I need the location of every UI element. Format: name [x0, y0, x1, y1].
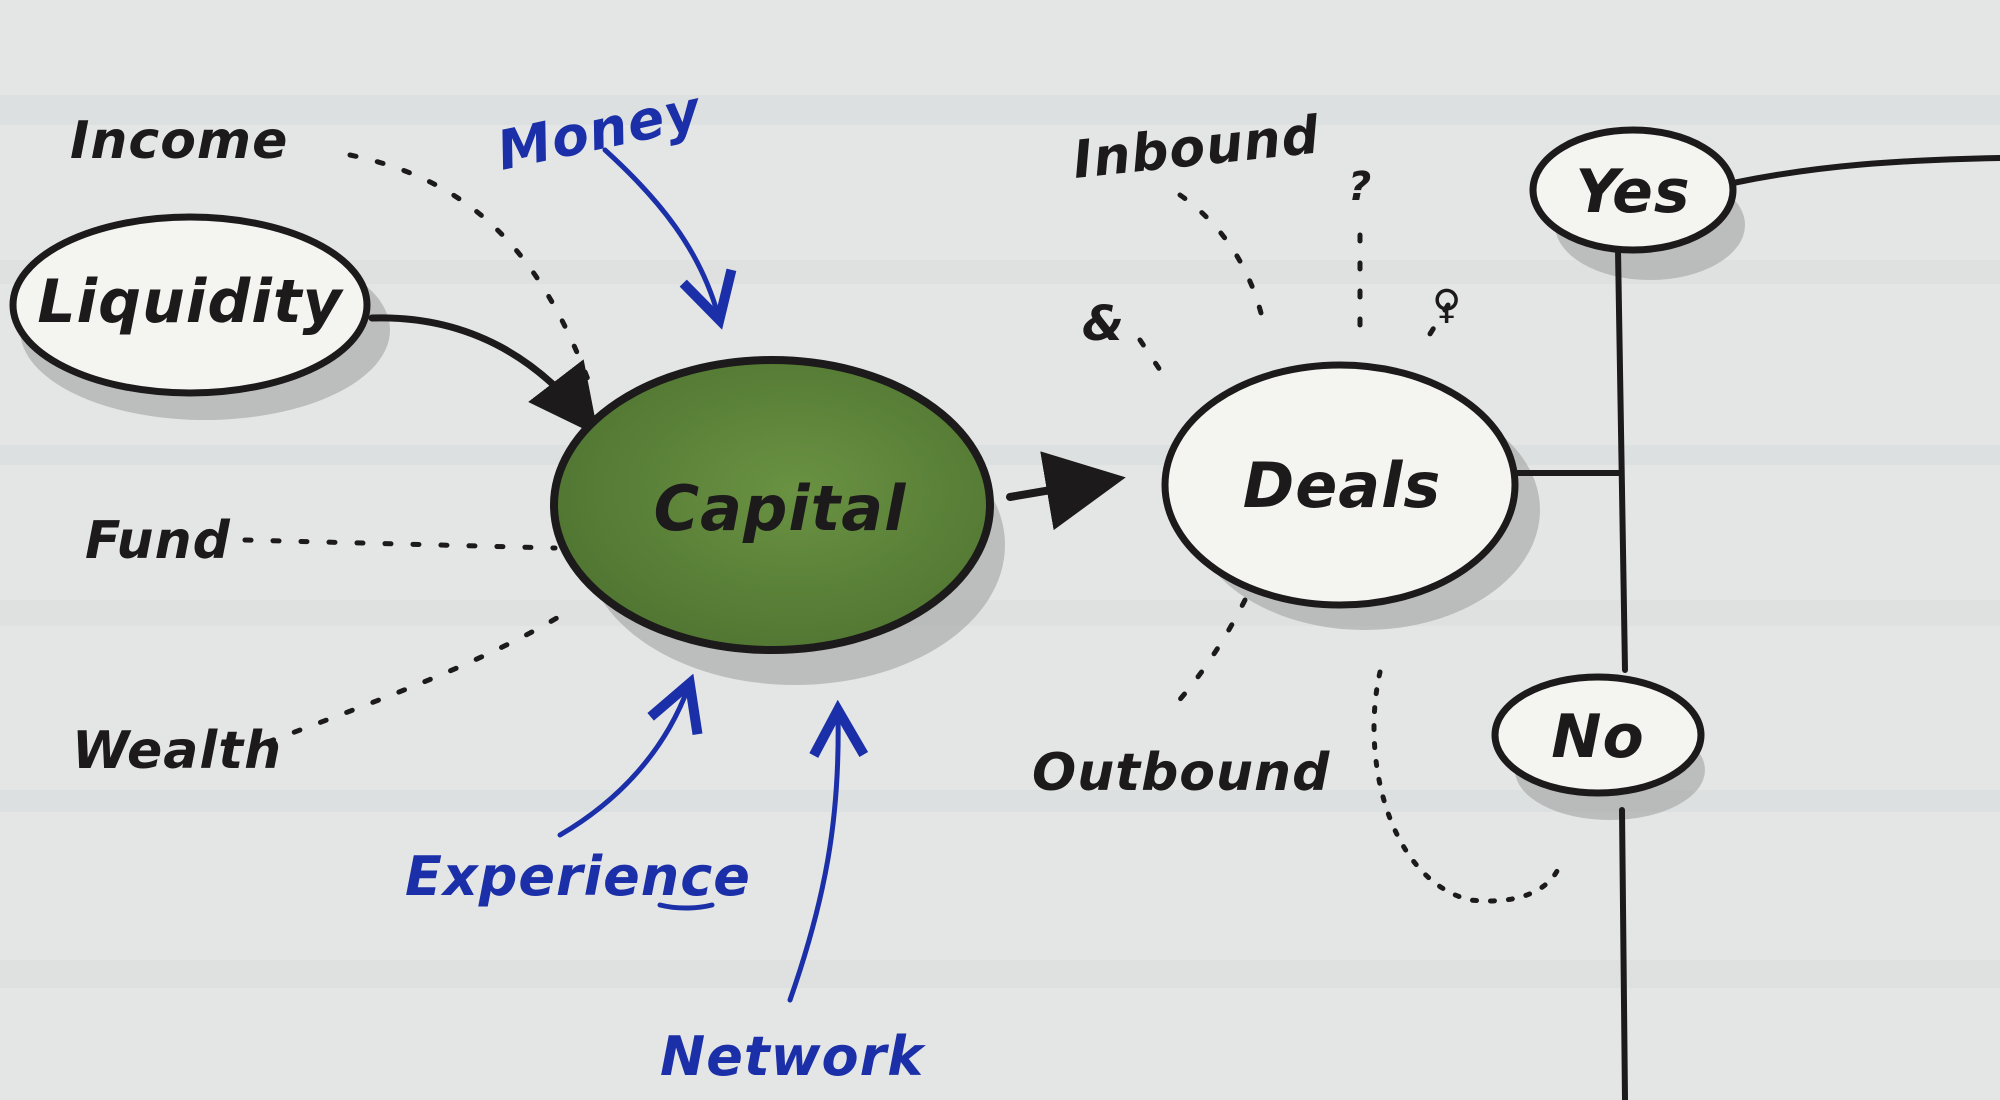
decision-bracket [1507, 155, 2000, 1100]
yes-node [1529, 126, 1737, 254]
friends-mark: & [1082, 296, 1125, 352]
dotted-connectors [242, 152, 1451, 745]
liquidity-to-capital-arrow [368, 314, 599, 437]
fund-label: Fund [85, 511, 231, 571]
no-feedback-loop [1371, 669, 1563, 904]
capital-label: Capital [654, 472, 907, 545]
person-mark: ♀ [1432, 282, 1462, 328]
no-node [1491, 673, 1705, 797]
liquidity-node [9, 213, 371, 397]
money-label: Money [492, 78, 708, 183]
liquidity-label: Liquidity [37, 267, 344, 337]
bracket-vertical-upper [1615, 247, 1628, 673]
outbound-label: Outbound [1032, 743, 1330, 803]
friends-connector [1137, 337, 1163, 373]
network-arrow [787, 715, 838, 1003]
blue-arrows [557, 147, 838, 1003]
wealth-connector [265, 607, 573, 745]
income-label: Income [70, 111, 288, 171]
deals-node [1161, 361, 1519, 609]
bracket-vertical-lower [1619, 807, 1628, 1100]
income-connector [347, 152, 593, 388]
experience-underline [657, 902, 715, 911]
money-arrow [602, 147, 718, 315]
wealth-label: Wealth [72, 721, 282, 781]
yes-exit-line [1730, 155, 2000, 186]
no-label: No [1551, 702, 1644, 772]
person-connector [1422, 302, 1451, 345]
question-mark: ? [1348, 164, 1372, 210]
network-label: Network [660, 1025, 926, 1088]
capital-to-deals-arrow [1006, 451, 1126, 531]
experience-label: Experience [405, 845, 751, 908]
experience-arrow [557, 688, 688, 838]
inbound-connector [1177, 192, 1268, 333]
capital-node [550, 356, 994, 654]
deals-label: Deals [1243, 449, 1442, 522]
yes-label: Yes [1575, 157, 1690, 227]
fund-connector [242, 537, 558, 551]
